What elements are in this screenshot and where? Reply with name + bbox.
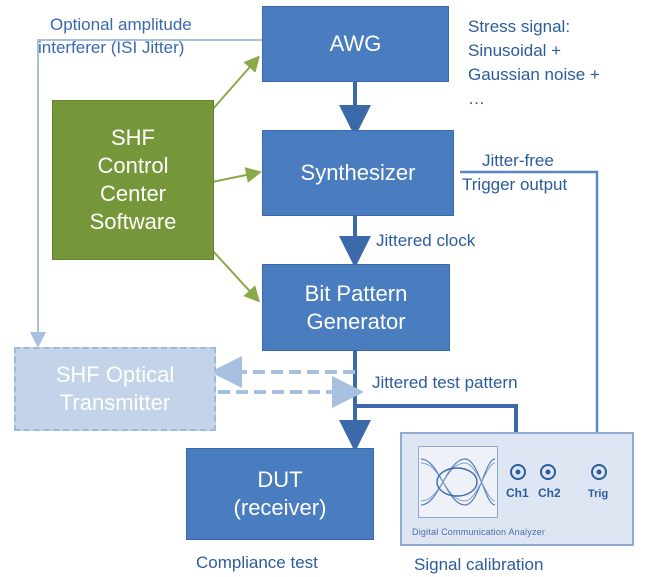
- ch2-connector-icon: [540, 464, 556, 480]
- amp-interferer-label-2: interferer (ISI Jitter): [38, 38, 185, 57]
- stress-label-1: Stress signal:: [468, 17, 571, 36]
- jittered-clock-label: Jittered clock: [376, 231, 476, 250]
- signal-calibration-label: Signal calibration: [414, 555, 544, 574]
- interferer-line: [30, 39, 262, 348]
- awg-box: AWG: [262, 6, 449, 82]
- opt-label-line2: Transmitter: [59, 390, 171, 415]
- stress-label-4: …: [468, 89, 485, 108]
- compliance-test-label: Compliance test: [196, 553, 318, 572]
- ch2-label: Ch2: [538, 486, 561, 500]
- dut-label-line2: (receiver): [233, 495, 327, 520]
- jittered-test-pattern-label: Jittered test pattern: [372, 373, 518, 392]
- dut-box: DUT (receiver): [186, 448, 374, 540]
- bpg-label-line2: Generator: [306, 308, 406, 334]
- ch1-label: Ch1: [506, 486, 529, 500]
- synthesizer-box: Synthesizer: [262, 130, 454, 216]
- trig-label: Trig: [588, 488, 609, 500]
- shf-label-line1: SHF: [111, 125, 155, 150]
- ch1-connector-icon: [510, 464, 526, 480]
- ctrl-to-synth-arrow: [211, 167, 262, 183]
- jitter-free-label-2: Trigger output: [462, 175, 568, 194]
- stress-label-2: Sinusoidal +: [468, 41, 562, 60]
- eye-diagram-icon: [420, 458, 496, 506]
- trigger-line: [460, 170, 607, 476]
- shf-label-line2: Control: [97, 153, 169, 178]
- bit-pattern-generator-box: Bit Pattern Generator: [262, 264, 450, 351]
- dca-name-label: Digital Communication Analyzer: [412, 527, 546, 537]
- stress-label-3: Gaussian noise +: [468, 65, 600, 84]
- opt-label-line1: SHF Optical: [55, 362, 175, 387]
- ctrl-to-bpg-arrow: [211, 249, 261, 303]
- amp-interferer-label-1: Optional amplitude: [50, 15, 192, 34]
- digital-communication-analyzer: Ch1 Ch2 Trig Digital Communication Analy…: [400, 432, 634, 546]
- jitter-free-label-1: Jitter-free: [482, 151, 554, 170]
- trig-connector-icon: [591, 464, 607, 480]
- dut-label-line1: DUT: [257, 467, 303, 492]
- bpg-label-line1: Bit Pattern: [304, 280, 408, 306]
- shf-label-line3: Center: [99, 181, 167, 206]
- eye-diagram-screen: [418, 446, 498, 518]
- synthesizer-label: Synthesizer: [300, 160, 416, 185]
- ctrl-to-awg-arrow: [211, 55, 260, 111]
- awg-label: AWG: [329, 31, 382, 56]
- shf-optical-transmitter-box: SHF Optical Transmitter: [14, 347, 216, 431]
- scope-connectors: [510, 464, 607, 480]
- shf-control-center-box: SHF Control Center Software: [52, 100, 214, 260]
- shf-label-line4: Software: [89, 209, 177, 234]
